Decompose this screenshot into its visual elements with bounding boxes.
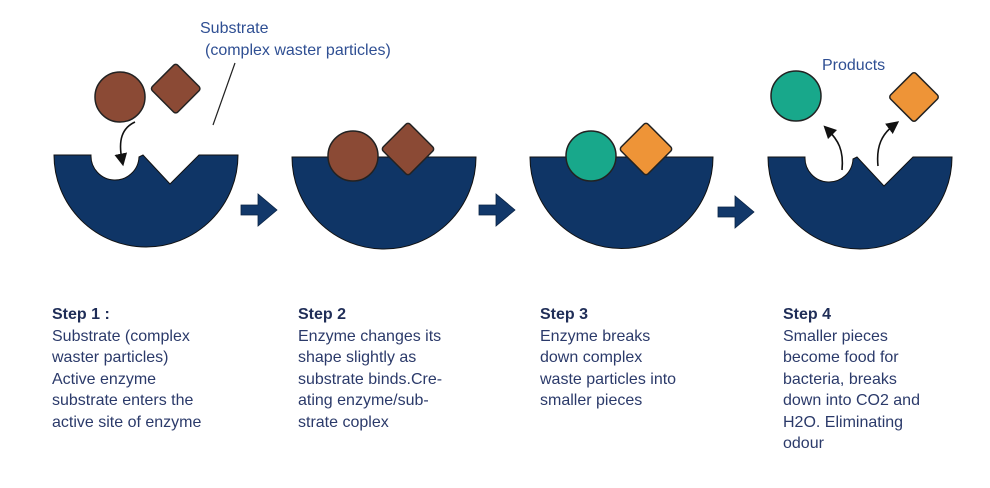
step-1-text: Step 1 : Substrate (complex waster parti… — [52, 304, 201, 433]
step-3-title: Step 3 — [540, 306, 589, 323]
step3-group — [529, 122, 714, 249]
step2-group — [291, 122, 477, 250]
step-4-body: Smaller pieces become food for bacteria,… — [783, 327, 920, 453]
step-3-body: Enzyme breaks down complex waste particl… — [540, 327, 677, 410]
right-arrow-icon — [717, 195, 755, 229]
substrate-pointer-line — [212, 62, 236, 126]
enzyme-process-diagram: Substrate (complex waster particles) Pro… — [53, 20, 953, 250]
step-1-title: Step 1 : — [52, 306, 110, 323]
enzyme-open — [767, 156, 953, 250]
step-2-title: Step 2 — [298, 306, 347, 323]
step1-group — [53, 63, 239, 248]
products-label: Products — [822, 57, 885, 74]
step-4-text: Step 4 Smaller pieces become food for ba… — [783, 304, 920, 455]
enzyme-open — [53, 154, 239, 248]
step-1-body: Substrate (complex waster particles) Act… — [52, 327, 202, 431]
product-circle — [770, 70, 822, 122]
enzyme-bound — [529, 156, 714, 249]
step-2-body: Enzyme changes its shape slightly as sub… — [298, 327, 443, 431]
substrate-label-line2: (complex waster particles) — [205, 42, 391, 59]
step4-group: Products — [767, 57, 953, 250]
product-circle — [565, 130, 617, 182]
product-diamond — [619, 122, 673, 176]
substrate-circle — [327, 130, 379, 182]
substrate-circle — [94, 71, 146, 123]
step-2-text: Step 2 Enzyme changes its shape slightly… — [298, 304, 442, 433]
curved-arrow-icon — [876, 121, 900, 167]
step-4-title: Step 4 — [783, 306, 832, 323]
right-arrow-icon — [240, 193, 278, 227]
substrate-diamond — [150, 63, 201, 114]
curved-arrow-icon — [114, 121, 136, 167]
curved-arrow-icon — [823, 125, 844, 171]
substrate-diamond — [381, 122, 435, 176]
substrate-label-line1: Substrate — [200, 20, 269, 37]
product-diamond — [889, 72, 939, 122]
step-3-text: Step 3 Enzyme breaks down complex waste … — [540, 304, 676, 412]
enzyme-bound — [291, 156, 477, 250]
right-arrow-icon — [478, 193, 516, 227]
